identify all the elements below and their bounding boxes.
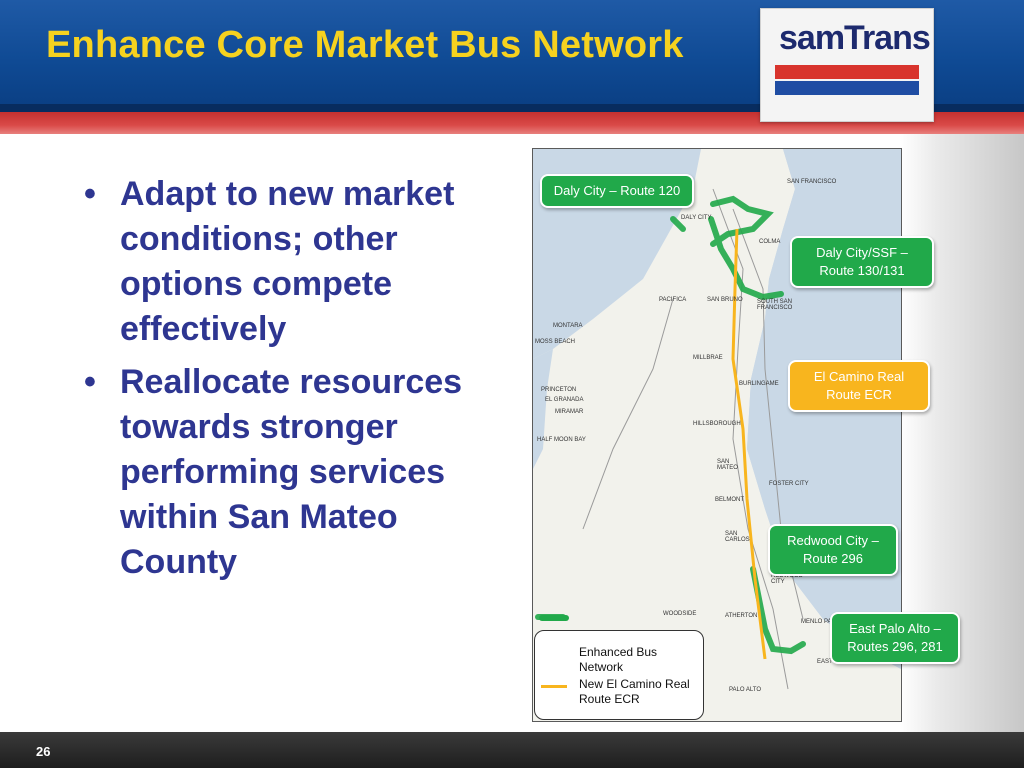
bullet-text: Reallocate resources towards stronger pe… [120, 363, 463, 581]
map-label: WOODSIDE [663, 611, 697, 617]
callout-redwood-city: Redwood City – Route 296 [768, 524, 898, 576]
map-label: MOSS BEACH [535, 339, 576, 345]
legend-ecr-label: New El Camino Real Route ECR [579, 677, 690, 706]
map-label: EL GRANADA [545, 397, 584, 403]
logo-text: samTrans [779, 19, 931, 57]
map-legend: Enhanced Bus Network New El Camino Real … [534, 615, 704, 720]
page-number: 26 [36, 744, 51, 759]
bullet-list: • Adapt to new market conditions; other o… [84, 172, 504, 593]
map-label: PALO ALTO [729, 687, 762, 693]
map-label: HILLSBOROUGH [693, 421, 741, 427]
callout-el-camino: El Camino Real Route ECR [788, 360, 930, 412]
map-label: PRINCETON [541, 387, 577, 393]
map-label: SAN MATEO [717, 459, 738, 471]
bullet-text: Adapt to new market conditions; other op… [120, 175, 455, 348]
legend-enhanced-label: Enhanced Bus Network [579, 645, 658, 674]
map-label: PACIFICA [659, 297, 687, 303]
coastal-water [533, 349, 553, 469]
header-divider [0, 104, 1024, 112]
map-label: MILLBRAE [693, 355, 723, 361]
bullet-item: • Reallocate resources towards stronger p… [84, 360, 504, 585]
map-label: MONTARA [553, 323, 583, 329]
map-label: ATHERTON [725, 613, 758, 619]
map-label: DALY CITY [681, 215, 712, 221]
bullet-item: • Adapt to new market conditions; other o… [84, 172, 504, 352]
map-label: MIRAMAR [555, 409, 584, 415]
map-label: FOSTER CITY [769, 481, 809, 487]
bullet-dot-icon: • [84, 363, 96, 401]
callout-east-palo-alto: East Palo Alto – Routes 296, 281 [830, 612, 960, 664]
logo-blue-stripe [775, 81, 919, 95]
map-label: SOUTH SAN FRANCISCO [757, 299, 793, 311]
map-label: COLMA [759, 239, 781, 245]
legend-green-swatch [539, 615, 569, 621]
map-label: HALF MOON BAY [537, 437, 586, 443]
map-label: SAN FRANCISCO [787, 179, 837, 185]
map-label: REDWOOD CITY [771, 573, 803, 585]
map-label: BELMONT [715, 497, 745, 503]
callout-daly-city-ssf: Daly City/SSF – Route 130/131 [790, 236, 934, 288]
samtrans-logo: samTrans [760, 8, 934, 122]
bullet-dot-icon: • [84, 175, 96, 213]
map-label: MENLO PARK [801, 619, 840, 625]
map-label: BURLINGAME [739, 381, 779, 387]
callout-daly-city-120: Daly City – Route 120 [540, 174, 694, 208]
logo-red-stripe [775, 65, 919, 79]
map-label: SAN BRUNO [707, 297, 743, 303]
slide-footer [0, 732, 1024, 768]
map-label: SAN CARLOS [725, 531, 750, 543]
map-label: EAST [817, 659, 833, 665]
ecr-route-line [731, 228, 767, 660]
legend-orange-swatch [541, 685, 567, 688]
slide-title: Enhance Core Market Bus Network [46, 24, 684, 66]
